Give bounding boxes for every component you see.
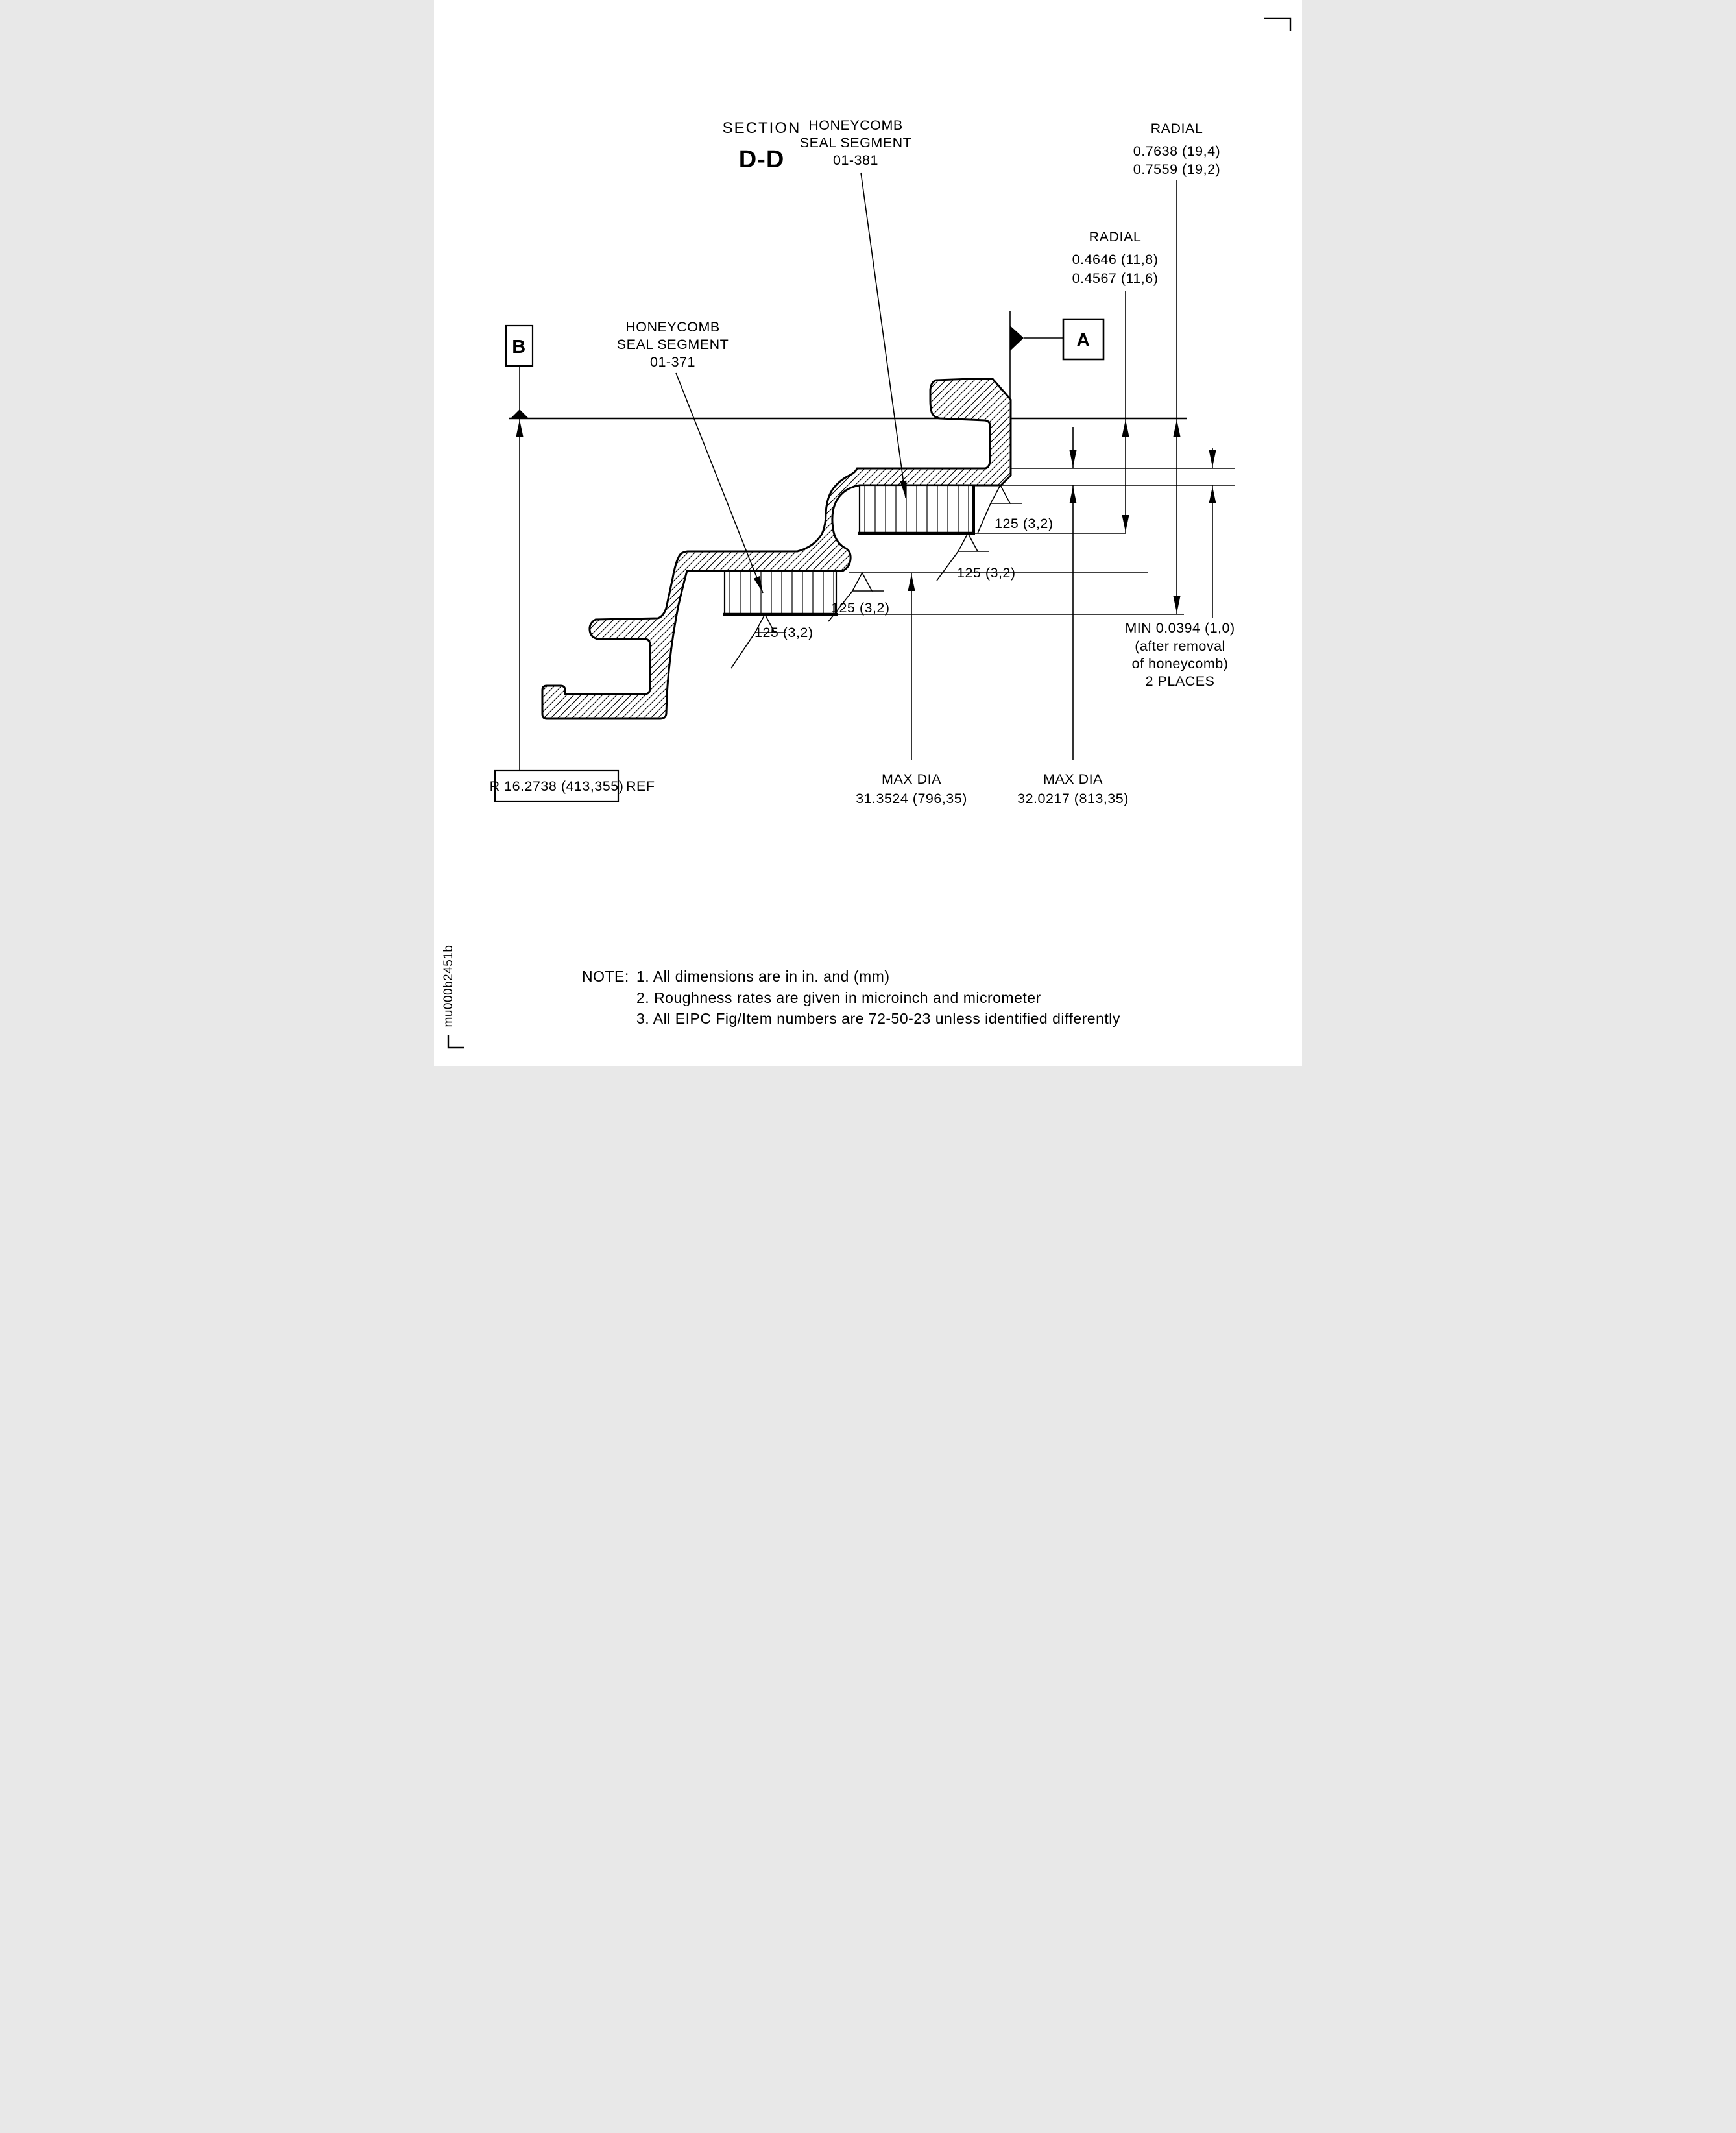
- arrowhead-icon: [1173, 420, 1181, 437]
- hc381-label-line3: 01-381: [833, 152, 878, 168]
- datum-b-box: [505, 324, 534, 367]
- corner-mark-top-right: [1264, 17, 1292, 31]
- section-drawing-canvas: SECTION D-D RADIAL 0.7638 (19,4) 0.7559 …: [442, 17, 1292, 1049]
- note-item-2: 2. Roughness rates are given in microinc…: [636, 989, 1041, 1006]
- roughness-symbol-icon: [936, 532, 989, 581]
- min-note-line2: (after removal: [1135, 638, 1225, 654]
- hc371-label-line2: SEAL SEGMENT: [617, 337, 729, 352]
- radial2-value-min: 0.4567 (11,6): [1072, 271, 1159, 286]
- datum-triangle-icon: [511, 409, 529, 418]
- arrowhead-icon: [1209, 487, 1216, 503]
- roughness-value-2: 125 (3,2): [957, 565, 1016, 581]
- leader-hc381: [860, 172, 906, 498]
- roughness-value-1: 125 (3,2): [995, 516, 1054, 531]
- section-title: SECTION: [723, 119, 801, 137]
- text-layer: SECTION D-D RADIAL 0.7638 (19,4) 0.7559 …: [442, 117, 1235, 1028]
- label-leaders: [675, 172, 907, 594]
- hc371-label-line1: HONEYCOMB: [625, 319, 719, 335]
- radius-ref-box: [494, 769, 620, 802]
- hc381-label-line1: HONEYCOMB: [808, 117, 902, 133]
- dimension-lines: [516, 180, 1216, 771]
- radial2-label: RADIAL: [1089, 229, 1142, 245]
- note-item-3: 3. All EIPC Fig/Item numbers are 72-50-2…: [636, 1010, 1120, 1027]
- arrowhead-icon: [900, 480, 907, 498]
- radial1-value-min: 0.7559 (19,2): [1133, 162, 1220, 177]
- roughness-symbol-icon: [730, 613, 786, 669]
- honeycomb-segment-01-371: [723, 570, 838, 616]
- leader-hc371: [675, 372, 764, 594]
- datum-b-symbol: [505, 324, 534, 418]
- figure-id-watermark: mu000b2451b: [442, 945, 455, 1028]
- datum-triangle-icon: [1010, 326, 1024, 351]
- seal-support-cross-section: [541, 378, 1012, 720]
- arrowhead-icon: [516, 420, 524, 437]
- section-view-name: D-D: [739, 146, 785, 173]
- roughness-symbol-icon: [828, 572, 884, 622]
- radial1-value-max: 0.7638 (19,4): [1133, 143, 1220, 159]
- arrowhead-icon: [1173, 596, 1181, 613]
- roughness-value-4: 125 (3,2): [831, 600, 890, 616]
- arrowhead-icon: [1122, 420, 1129, 437]
- honeycomb-segment-01-381: [858, 484, 975, 535]
- arrowhead-icon: [1209, 450, 1216, 467]
- max-dia-2-label: MAX DIA: [1043, 771, 1103, 787]
- datum-a-box: [1062, 318, 1105, 361]
- roughness-symbol-icon: [977, 484, 1022, 534]
- drawing-page: SECTION D-D RADIAL 0.7638 (19,4) 0.7559 …: [434, 0, 1302, 1066]
- min-note-line1: MIN 0.0394 (1,0): [1125, 620, 1235, 636]
- reference-lines: [509, 417, 1235, 615]
- note-item-1: 1. All dimensions are in in. and (mm): [636, 968, 890, 985]
- min-note-line3: of honeycomb): [1132, 656, 1229, 671]
- max-dia-1-label: MAX DIA: [882, 771, 941, 787]
- arrowhead-icon: [1069, 487, 1077, 503]
- max-dia-1-value: 31.3524 (796,35): [856, 791, 967, 806]
- roughness-value-3: 125 (3,2): [754, 625, 814, 640]
- min-note-line4: 2 PLACES: [1146, 673, 1215, 689]
- corner-mark-bottom-left: [447, 1035, 464, 1049]
- arrowhead-icon: [908, 574, 915, 591]
- roughness-symbols: [730, 484, 1022, 669]
- radial2-value-max: 0.4646 (11,8): [1072, 252, 1159, 267]
- arrowhead-icon: [1069, 450, 1077, 467]
- datum-a-symbol: [1010, 318, 1105, 361]
- datum-b-letter: B: [512, 337, 525, 357]
- max-dia-2-value: 32.0217 (813,35): [1017, 791, 1129, 806]
- radial1-label: RADIAL: [1151, 121, 1203, 136]
- hc381-label-line2: SEAL SEGMENT: [800, 135, 911, 151]
- radius-ref-suffix: REF: [626, 778, 655, 794]
- hc371-label-line3: 01-371: [650, 354, 695, 370]
- notes-heading: NOTE:: [582, 968, 629, 985]
- arrowhead-icon: [1122, 515, 1129, 532]
- datum-a-letter: A: [1076, 330, 1090, 351]
- arrowhead-icon: [753, 576, 763, 593]
- radius-ref-value: R 16.2738 (413,355): [490, 778, 624, 794]
